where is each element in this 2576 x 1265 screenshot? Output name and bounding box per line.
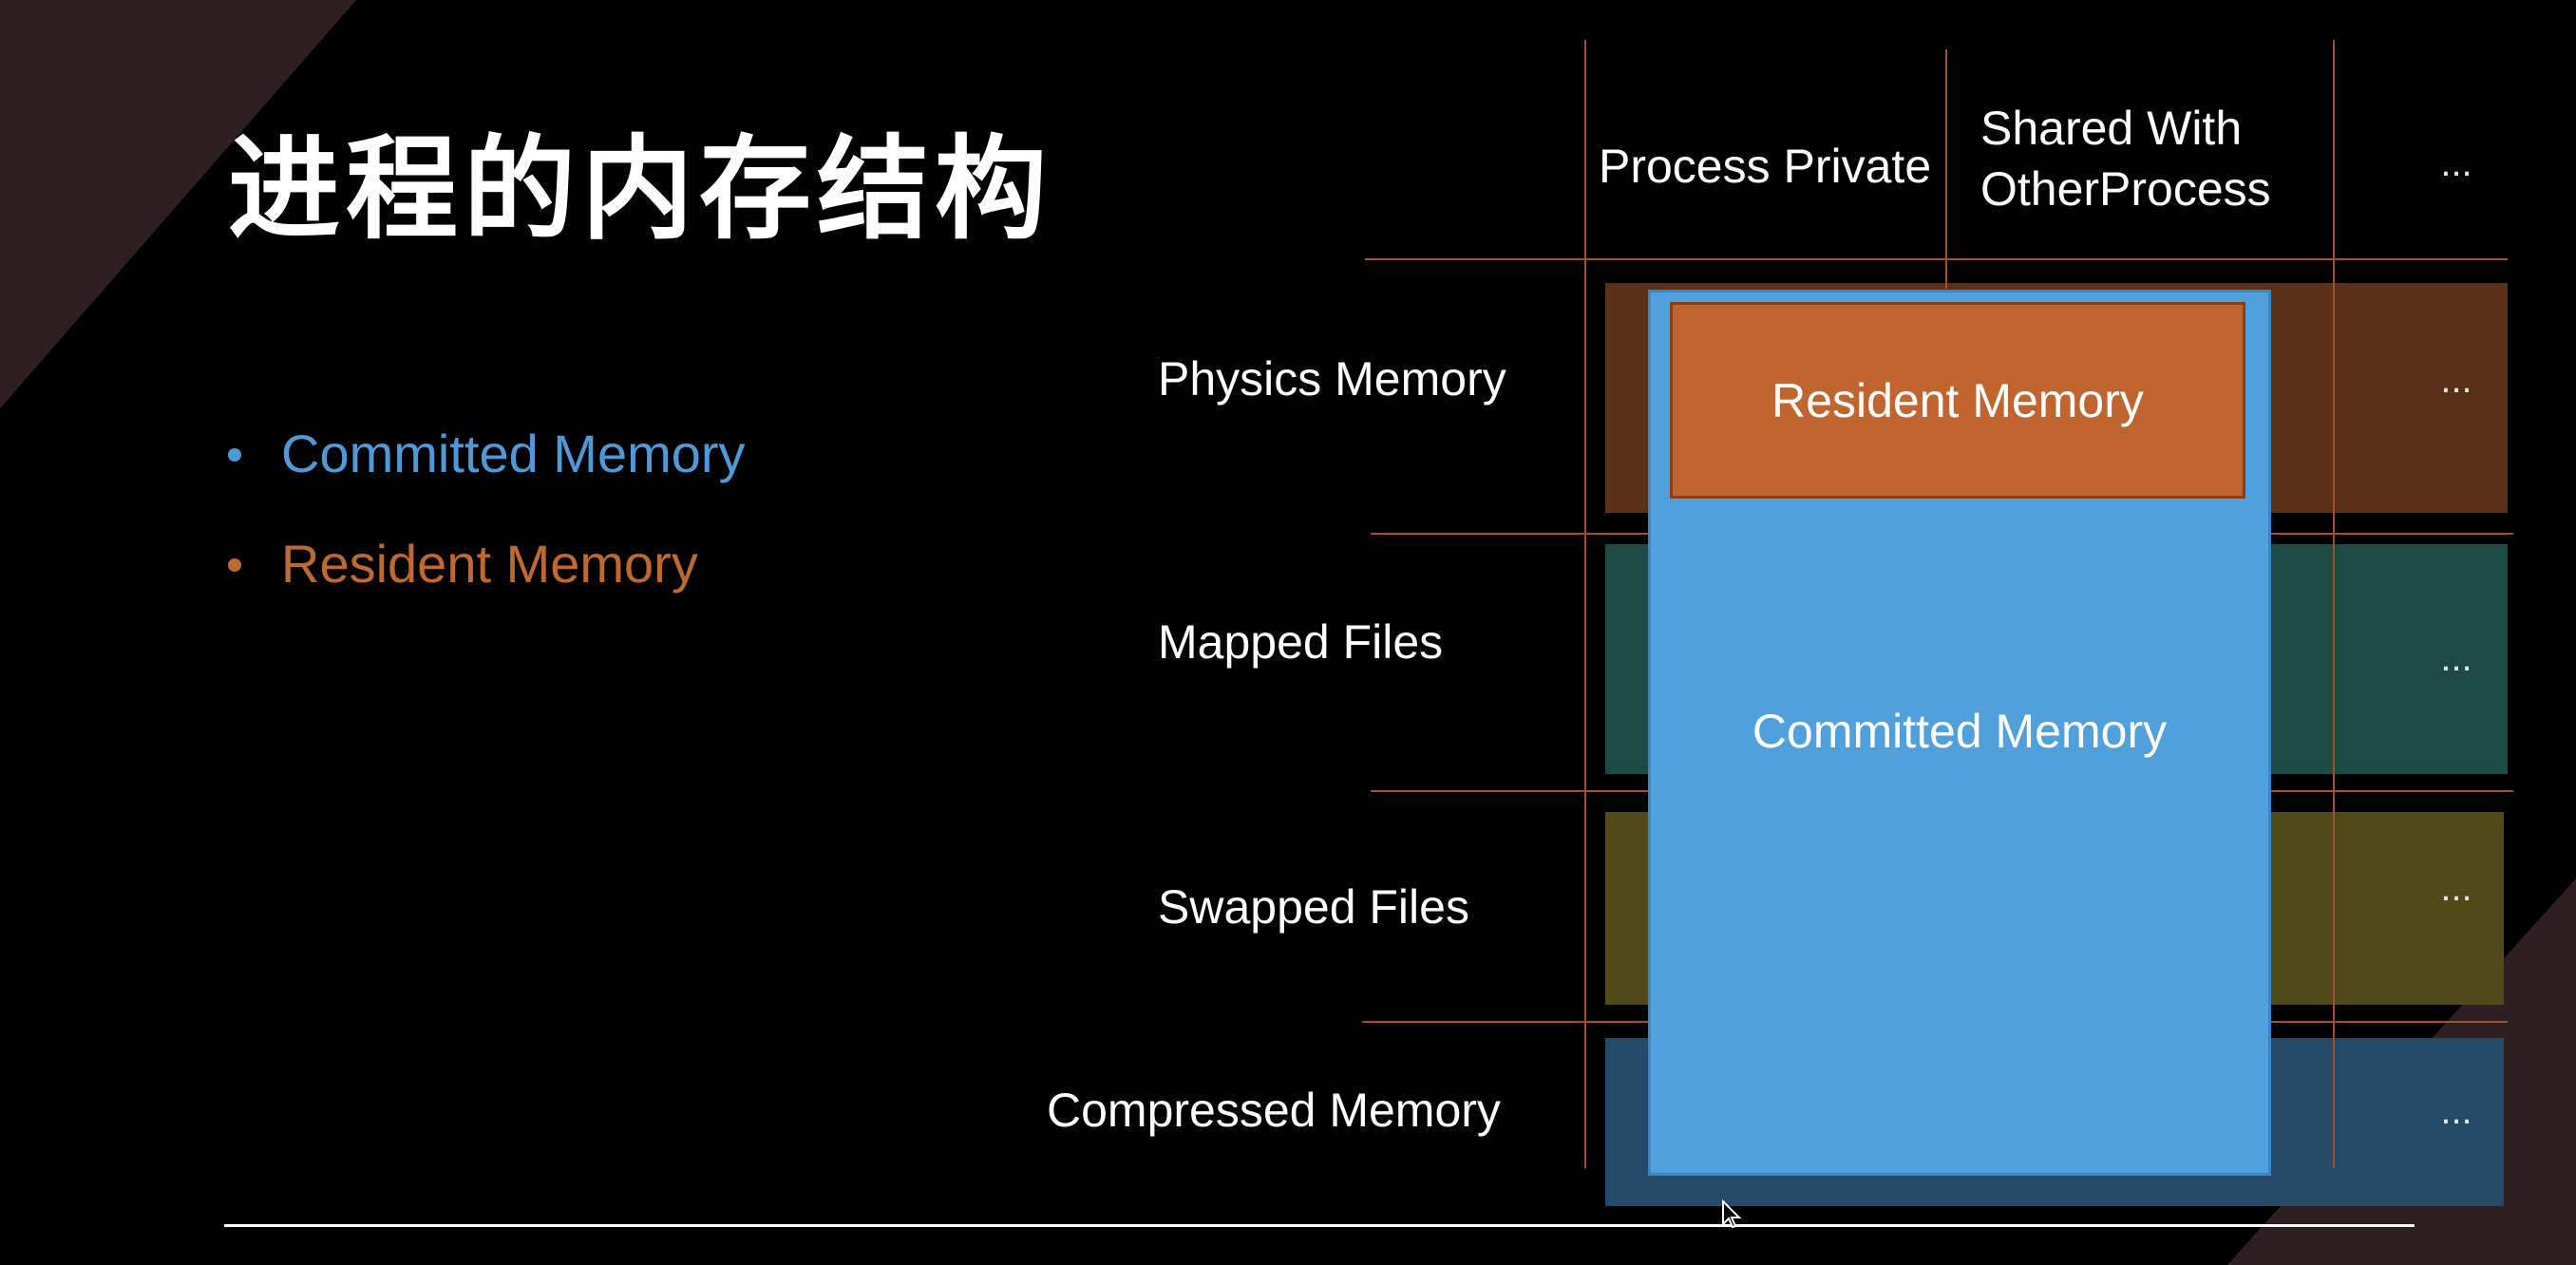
column-header-shared: Shared With OtherProcess <box>1980 98 2271 219</box>
row-ellipsis-mapped-files: ... <box>2440 637 2472 679</box>
column-header-process-private: Process Private <box>1599 140 1932 193</box>
row-label-compressed-memory: Compressed Memory <box>1047 1084 1501 1137</box>
bullet-committed-memory: Committed Memory <box>228 399 746 509</box>
resident-memory-box: Resident Memory <box>1670 302 2245 499</box>
grid-vline-1 <box>1584 40 1586 1168</box>
bullet-list: Committed Memory Resident Memory <box>228 399 746 619</box>
grid-vline-3 <box>2333 40 2335 1168</box>
row-label-mapped-files: Mapped Files <box>1158 615 1444 669</box>
committed-memory-label: Committed Memory <box>1752 705 2168 758</box>
bullet-dot-icon <box>228 558 241 572</box>
bullet-label: Resident Memory <box>281 534 698 594</box>
column-header-more: ... <box>2440 142 2472 184</box>
column-header-shared-line2: OtherProcess <box>1980 162 2271 216</box>
row-ellipsis-compressed-memory: ... <box>2440 1090 2472 1132</box>
resident-memory-label: Resident Memory <box>1771 373 2144 427</box>
footer-divider <box>224 1224 2415 1227</box>
column-header-shared-line1: Shared With <box>1980 102 2243 155</box>
row-label-swapped-files: Swapped Files <box>1158 880 1469 934</box>
grid-hline-1 <box>1365 258 2508 260</box>
bullet-resident-memory: Resident Memory <box>228 509 746 619</box>
bullet-label: Committed Memory <box>281 424 746 483</box>
mouse-cursor-icon <box>1722 1199 1742 1229</box>
slide-title: 进程的内存结构 <box>228 123 1053 255</box>
row-label-physics-memory: Physics Memory <box>1158 352 1506 406</box>
bullet-dot-icon <box>228 448 241 462</box>
grid-vline-2 <box>1945 49 1947 289</box>
row-ellipsis-swapped-files: ... <box>2440 867 2472 909</box>
row-ellipsis-physics-memory: ... <box>2440 359 2472 401</box>
